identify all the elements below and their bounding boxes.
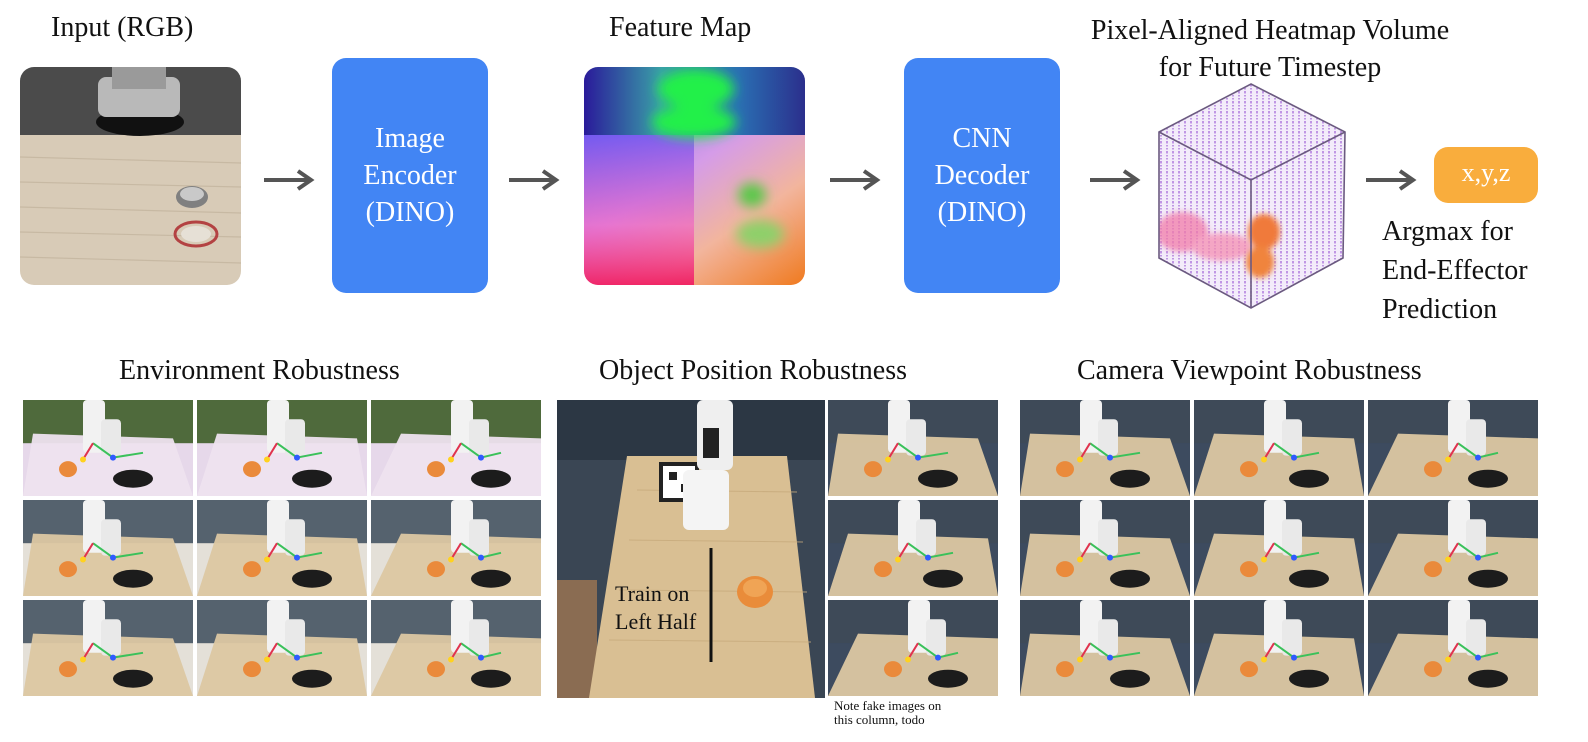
- train-label-line1: Train on: [615, 581, 690, 606]
- object-position-side-column: [828, 400, 998, 700]
- note-line2: this column, todo: [834, 712, 925, 727]
- scene-photo: [828, 600, 998, 696]
- scene-photo: [23, 600, 193, 696]
- image-encoder-line2: Encoder: [363, 160, 457, 191]
- scene-photo: [1020, 500, 1190, 596]
- arrow-encoder-to-feature-map: [509, 169, 560, 191]
- scene-photo: [1194, 500, 1364, 596]
- heatmap-title-line1: Pixel-Aligned Heatmap Volume: [1090, 15, 1450, 46]
- cnn-decoder-block: CNN Decoder (DINO): [904, 58, 1060, 293]
- scene-photo: [1020, 600, 1190, 696]
- cnn-decoder-line2: Decoder: [934, 160, 1030, 191]
- arrow-input-to-encoder: [264, 169, 315, 191]
- camera-viewpoint-grid: [1020, 400, 1538, 700]
- scene-photo: [1020, 400, 1190, 496]
- fake-images-note: Note fake images on this column, todo: [834, 699, 941, 727]
- scene-photo: [371, 400, 541, 496]
- feature-map-image: [584, 67, 805, 285]
- scene-photo: [1368, 500, 1538, 596]
- scene-photo: [828, 500, 998, 596]
- camera-viewpoint-robustness-title: Camera Viewpoint Robustness: [1077, 355, 1422, 386]
- heatmap-title-line2: for Future Timestep: [1158, 52, 1382, 83]
- argmax-line1: Argmax for: [1382, 216, 1513, 247]
- argmax-line2: End-Effector: [1382, 255, 1528, 286]
- feature-map-title: Feature Map: [609, 12, 752, 43]
- image-encoder-line1: Image: [375, 123, 445, 154]
- scene-photo: [197, 400, 367, 496]
- train-label-line2: Left Half: [615, 609, 697, 634]
- scene-photo: [197, 600, 367, 696]
- scene-photo: [1368, 400, 1538, 496]
- arrow-heatmap-to-output: [1366, 169, 1417, 191]
- scene-photo: [197, 500, 367, 596]
- object-position-main-image: Train on Left Half: [557, 400, 825, 698]
- argmax-line3: Prediction: [1382, 294, 1498, 325]
- heatmap-volume-cube: [1158, 83, 1346, 309]
- heatmap-title: Pixel-Aligned Heatmap Volume for Future …: [1060, 12, 1480, 86]
- scene-photo: [828, 400, 998, 496]
- image-encoder-block: Image Encoder (DINO): [332, 58, 488, 293]
- note-line1: Note fake images on: [834, 698, 942, 713]
- cnn-decoder-line3: (DINO): [937, 197, 1027, 228]
- scene-photo: [23, 500, 193, 596]
- scene-photo: [371, 500, 541, 596]
- scene-photo: [23, 400, 193, 496]
- image-encoder-line3: (DINO): [365, 197, 455, 228]
- scene-photo: [371, 600, 541, 696]
- argmax-caption: Argmax for End-Effector Prediction: [1382, 212, 1528, 329]
- input-title: Input (RGB): [51, 12, 194, 43]
- scene-photo: [1368, 600, 1538, 696]
- object-position-robustness-title: Object Position Robustness: [599, 355, 908, 386]
- cnn-decoder-line1: CNN: [952, 123, 1012, 154]
- environment-robustness-title: Environment Robustness: [119, 355, 400, 386]
- arrow-decoder-to-heatmap: [1090, 169, 1141, 191]
- xyz-output-badge: x,y,z: [1434, 147, 1538, 203]
- scene-photo: [1194, 400, 1364, 496]
- input-rgb-image: [20, 67, 241, 285]
- environment-grid: [23, 400, 541, 700]
- train-left-half-label: Train on Left Half: [615, 580, 696, 636]
- scene-photo: [1194, 600, 1364, 696]
- arrow-feature-map-to-decoder: [830, 169, 881, 191]
